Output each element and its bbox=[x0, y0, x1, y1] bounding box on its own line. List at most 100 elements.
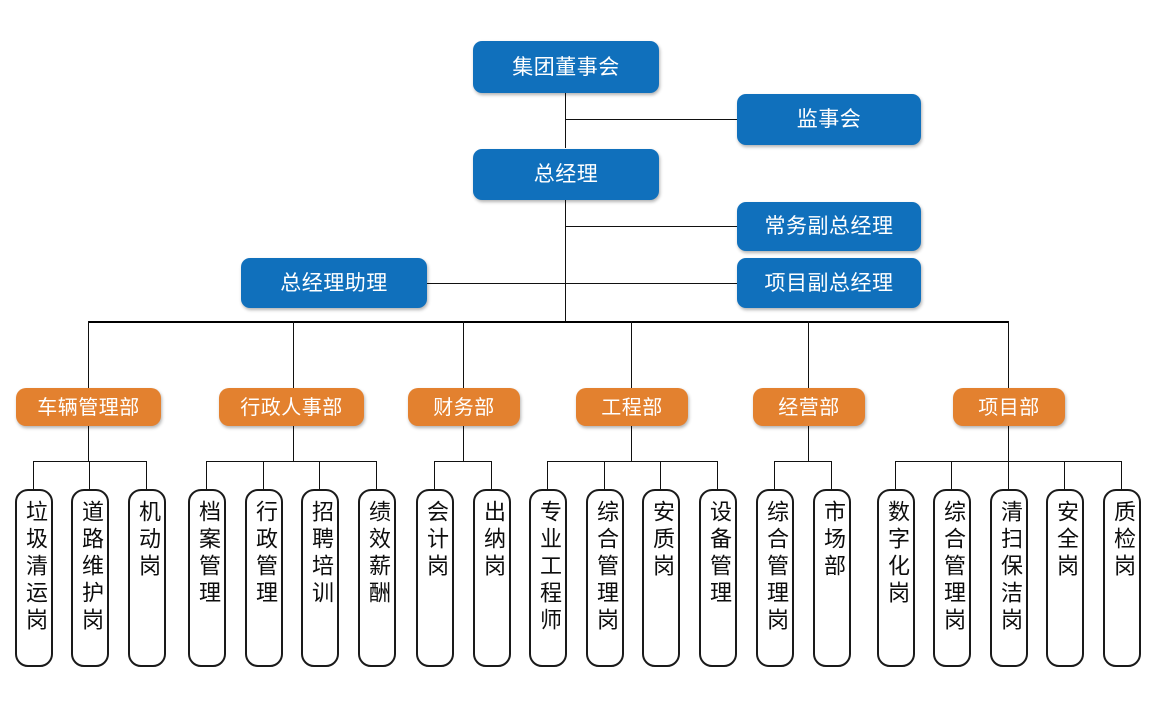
connector-dept4-post2 bbox=[604, 461, 605, 489]
connector-dept1-drop bbox=[88, 425, 89, 461]
sub-bus-dept2 bbox=[206, 461, 376, 462]
post-label: 绩效薪酬 bbox=[365, 500, 390, 608]
post-box-quality-inspection[interactable]: 质检岗 bbox=[1103, 489, 1141, 667]
post-box-road-maintenance[interactable]: 道路维护岗 bbox=[71, 489, 109, 667]
connector-dept4-post3 bbox=[660, 461, 661, 489]
connector-dept3-drop bbox=[463, 425, 464, 461]
node-gm-assistant[interactable]: 总经理助理 bbox=[241, 258, 427, 308]
connector-dept2-drop bbox=[293, 425, 294, 461]
post-box-recruitment-training[interactable]: 招聘培训 bbox=[301, 489, 339, 667]
connector-dept6-post4 bbox=[1064, 461, 1065, 489]
post-box-safety[interactable]: 安全岗 bbox=[1046, 489, 1084, 667]
connector-bus-to-dept-4 bbox=[631, 321, 632, 388]
connector-bus-to-dept-6 bbox=[1008, 321, 1009, 388]
node-department-admin-hr[interactable]: 行政人事部 bbox=[219, 388, 364, 426]
post-label: 机动岗 bbox=[135, 500, 160, 581]
connector-dept6-post3 bbox=[1008, 461, 1009, 489]
post-label: 安质岗 bbox=[649, 500, 674, 581]
post-box-accounting[interactable]: 会计岗 bbox=[416, 489, 454, 667]
connector-bus-to-dept-1 bbox=[88, 321, 89, 388]
node-department-label: 项目部 bbox=[978, 394, 1040, 419]
node-department-project[interactable]: 项目部 bbox=[953, 388, 1065, 426]
post-box-digitalization[interactable]: 数字化岗 bbox=[877, 489, 915, 667]
post-label: 设备管理 bbox=[706, 500, 731, 608]
post-label: 综合管理岗 bbox=[940, 500, 965, 635]
connector-dept5-post1 bbox=[774, 461, 775, 489]
connector-gm-to-project-deputy bbox=[565, 283, 737, 284]
post-label: 清扫保洁岗 bbox=[997, 500, 1022, 635]
post-label: 综合管理岗 bbox=[763, 500, 788, 635]
connector-bus-to-dept-5 bbox=[808, 321, 809, 388]
post-box-archive-management[interactable]: 档案管理 bbox=[188, 489, 226, 667]
node-department-vehicle-management[interactable]: 车辆管理部 bbox=[16, 388, 161, 426]
connector-dept6-post5 bbox=[1121, 461, 1122, 489]
node-department-engineering[interactable]: 工程部 bbox=[576, 388, 688, 426]
sub-bus-dept4 bbox=[547, 461, 717, 462]
department-bus bbox=[88, 321, 1009, 323]
post-label: 档案管理 bbox=[195, 500, 220, 608]
node-executive-deputy-gm-label: 常务副总经理 bbox=[764, 214, 894, 239]
connector-dept2-post2 bbox=[263, 461, 264, 489]
post-box-safety-quality[interactable]: 安质岗 bbox=[642, 489, 680, 667]
connector-dept5-drop bbox=[808, 425, 809, 461]
post-box-professional-engineer[interactable]: 专业工程师 bbox=[529, 489, 567, 667]
node-gm-assistant-label: 总经理助理 bbox=[280, 270, 388, 295]
connector-dept3-post1 bbox=[434, 461, 435, 489]
connector-dept2-post3 bbox=[319, 461, 320, 489]
node-supervisory-board-label: 监事会 bbox=[796, 107, 862, 132]
node-department-label: 车辆管理部 bbox=[37, 394, 140, 419]
post-box-cashier[interactable]: 出纳岗 bbox=[473, 489, 511, 667]
post-box-project-comprehensive-management[interactable]: 综合管理岗 bbox=[933, 489, 971, 667]
post-label: 行政管理 bbox=[252, 500, 277, 608]
node-department-label: 经营部 bbox=[778, 394, 840, 419]
connector-dept2-post1 bbox=[206, 461, 207, 489]
post-box-performance-compensation[interactable]: 绩效薪酬 bbox=[358, 489, 396, 667]
connector-bus-to-dept-3 bbox=[463, 321, 464, 388]
post-label: 市场部 bbox=[820, 500, 845, 581]
connector-gm-to-supervisory bbox=[565, 119, 737, 120]
post-box-admin-management[interactable]: 行政管理 bbox=[245, 489, 283, 667]
connector-dept2-post4 bbox=[376, 461, 377, 489]
node-department-label: 工程部 bbox=[601, 394, 663, 419]
connector-dept1-post3 bbox=[146, 461, 147, 489]
connector-dept4-post4 bbox=[717, 461, 718, 489]
node-executive-deputy-gm[interactable]: 常务副总经理 bbox=[737, 202, 921, 251]
connector-dept6-post2 bbox=[951, 461, 952, 489]
post-label: 综合管理岗 bbox=[593, 500, 618, 635]
post-box-cleaning-sanitation[interactable]: 清扫保洁岗 bbox=[990, 489, 1028, 667]
post-label: 垃圾清运岗 bbox=[22, 500, 47, 635]
connector-dept1-post2 bbox=[89, 461, 90, 489]
node-board-label: 集团董事会 bbox=[512, 54, 620, 79]
connector-dept1-post1 bbox=[33, 461, 34, 489]
node-board[interactable]: 集团董事会 bbox=[473, 41, 659, 93]
connector-dept6-drop bbox=[1008, 425, 1009, 461]
post-box-equipment-management[interactable]: 设备管理 bbox=[699, 489, 737, 667]
post-label: 招聘培训 bbox=[308, 500, 333, 608]
connector-dept5-post2 bbox=[831, 461, 832, 489]
connector-gm-to-assistant bbox=[427, 283, 565, 284]
node-project-deputy-gm[interactable]: 项目副总经理 bbox=[737, 258, 921, 308]
node-department-operations[interactable]: 经营部 bbox=[753, 388, 865, 426]
post-label: 数字化岗 bbox=[884, 500, 909, 608]
post-label: 专业工程师 bbox=[536, 500, 561, 635]
connector-dept3-post2 bbox=[491, 461, 492, 489]
connector-dept6-post1 bbox=[895, 461, 896, 489]
sub-bus-dept5 bbox=[774, 461, 831, 462]
node-department-finance[interactable]: 财务部 bbox=[408, 388, 520, 426]
post-box-garbage-transport[interactable]: 垃圾清运岗 bbox=[15, 489, 53, 667]
connector-dept4-post1 bbox=[547, 461, 548, 489]
post-box-flexible-duty[interactable]: 机动岗 bbox=[128, 489, 166, 667]
connector-gm-trunk bbox=[565, 200, 566, 322]
post-label: 道路维护岗 bbox=[78, 500, 103, 635]
node-supervisory-board[interactable]: 监事会 bbox=[737, 94, 921, 145]
sub-bus-dept3 bbox=[434, 461, 491, 462]
node-general-manager[interactable]: 总经理 bbox=[473, 149, 659, 200]
post-box-operations-comprehensive-management[interactable]: 综合管理岗 bbox=[756, 489, 794, 667]
post-label: 会计岗 bbox=[423, 500, 448, 581]
post-label: 安全岗 bbox=[1053, 500, 1078, 581]
post-box-engineering-comprehensive-management[interactable]: 综合管理岗 bbox=[586, 489, 624, 667]
node-department-label: 财务部 bbox=[433, 394, 495, 419]
node-project-deputy-gm-label: 项目副总经理 bbox=[764, 270, 894, 295]
post-box-marketing[interactable]: 市场部 bbox=[813, 489, 851, 667]
